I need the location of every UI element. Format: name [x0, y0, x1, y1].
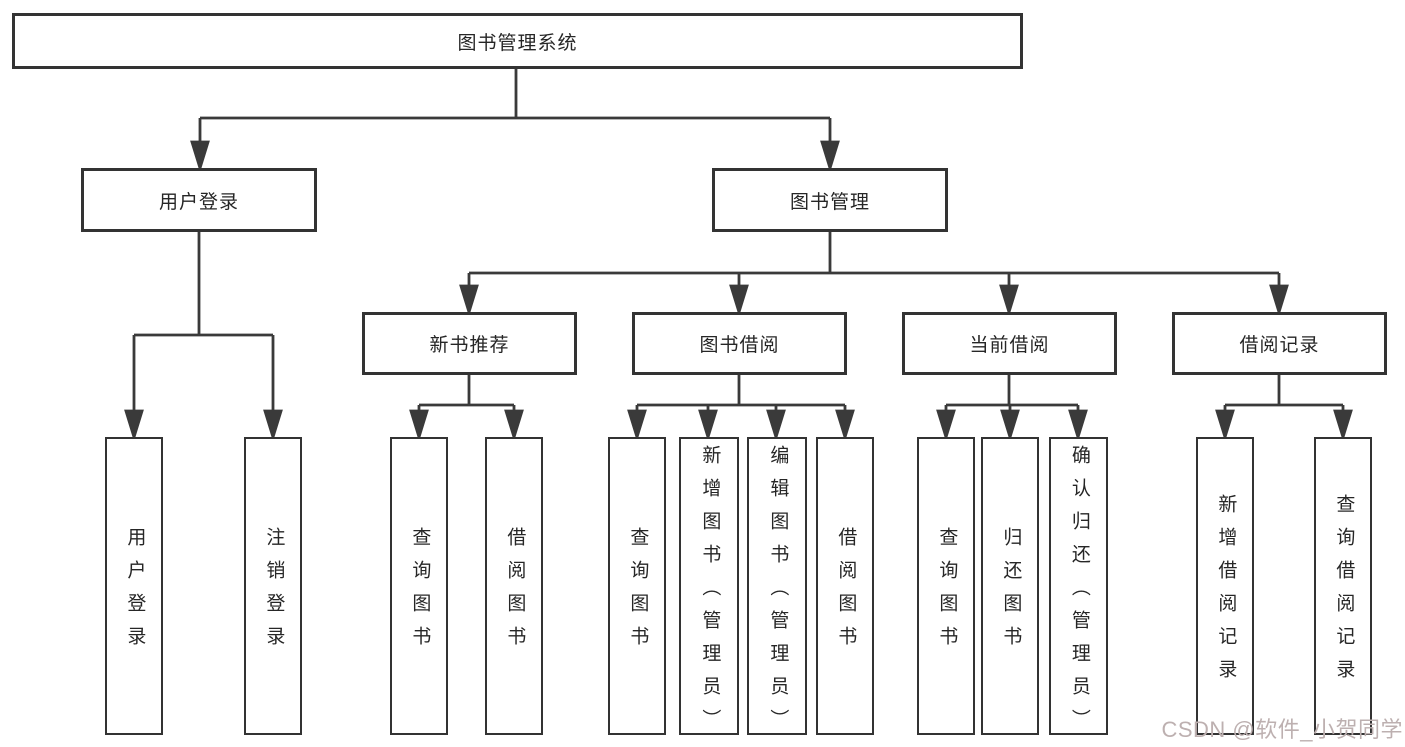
- node-root: 图书管理系统: [12, 13, 1023, 69]
- leaf-query-books-1-label: 查询图书: [409, 527, 431, 659]
- connector-book-borrow-to-leaves: [627, 375, 855, 442]
- node-book-management: 图书管理: [712, 168, 948, 232]
- node-user-login-label: 用户登录: [158, 191, 239, 213]
- leaf-edit-books-admin: 编辑图书（管理员）: [747, 437, 807, 742]
- leaf-logout-label: 注销登录: [263, 527, 285, 659]
- leaf-query-books-2: 查询图书: [608, 437, 666, 735]
- node-new-book-recommend: 新书推荐: [362, 312, 577, 375]
- leaf-confirm-return-admin: 确认归还（管理员）: [1049, 437, 1108, 742]
- leaf-query-books-2-label: 查询图书: [627, 527, 649, 659]
- node-borrow-records: 借阅记录: [1172, 312, 1387, 375]
- leaf-add-borrow-record-label: 新增借阅记录: [1215, 494, 1237, 692]
- leaf-borrow-books-2-label: 借阅图书: [835, 527, 857, 659]
- leaf-user-login-label: 用户登录: [124, 527, 146, 659]
- leaf-user-login: 用户登录: [105, 437, 163, 735]
- leaf-query-books-3: 查询图书: [917, 437, 975, 735]
- leaf-add-books-admin-label: 新增图书（管理员）: [699, 444, 721, 742]
- connector-root-to-level1: [190, 69, 840, 173]
- leaf-borrow-books-2: 借阅图书: [816, 437, 874, 735]
- connector-user-login-to-leaves: [124, 232, 283, 442]
- leaf-borrow-books-1-label: 借阅图书: [504, 527, 526, 659]
- leaf-return-books-label: 归还图书: [1000, 527, 1022, 659]
- leaf-edit-books-admin-label: 编辑图书（管理员）: [767, 444, 789, 742]
- leaf-query-borrow-record: 查询借阅记录: [1314, 437, 1372, 735]
- node-book-borrow-label: 图书借阅: [699, 335, 780, 356]
- leaf-logout: 注销登录: [244, 437, 302, 735]
- leaf-add-borrow-record: 新增借阅记录: [1196, 437, 1254, 735]
- node-current-borrow-label: 当前借阅: [969, 335, 1050, 356]
- connector-current-borrow-to-leaves: [936, 375, 1088, 442]
- leaf-borrow-books-1: 借阅图书: [485, 437, 543, 735]
- node-new-book-recommend-label: 新书推荐: [429, 335, 510, 356]
- csdn-watermark: CSDN @软件_小贺同学: [1161, 717, 1403, 742]
- leaf-query-borrow-record-label: 查询借阅记录: [1333, 494, 1355, 692]
- leaf-query-books-3-label: 查询图书: [936, 527, 958, 659]
- leaf-query-books-1: 查询图书: [390, 437, 448, 735]
- leaf-confirm-return-admin-label: 确认归还（管理员）: [1068, 444, 1090, 742]
- node-user-login: 用户登录: [81, 168, 317, 232]
- node-book-management-label: 图书管理: [789, 191, 870, 213]
- connector-borrow-records-to-leaves: [1215, 375, 1353, 442]
- node-book-borrow: 图书借阅: [632, 312, 847, 375]
- leaf-return-books: 归还图书: [981, 437, 1039, 735]
- node-current-borrow: 当前借阅: [902, 312, 1117, 375]
- connector-book-mgmt-to-level2: [459, 232, 1289, 317]
- node-borrow-records-label: 借阅记录: [1239, 335, 1320, 356]
- leaf-add-books-admin: 新增图书（管理员）: [679, 437, 739, 742]
- connector-new-book-to-leaves: [409, 375, 524, 442]
- node-root-label: 图书管理系统: [457, 32, 578, 54]
